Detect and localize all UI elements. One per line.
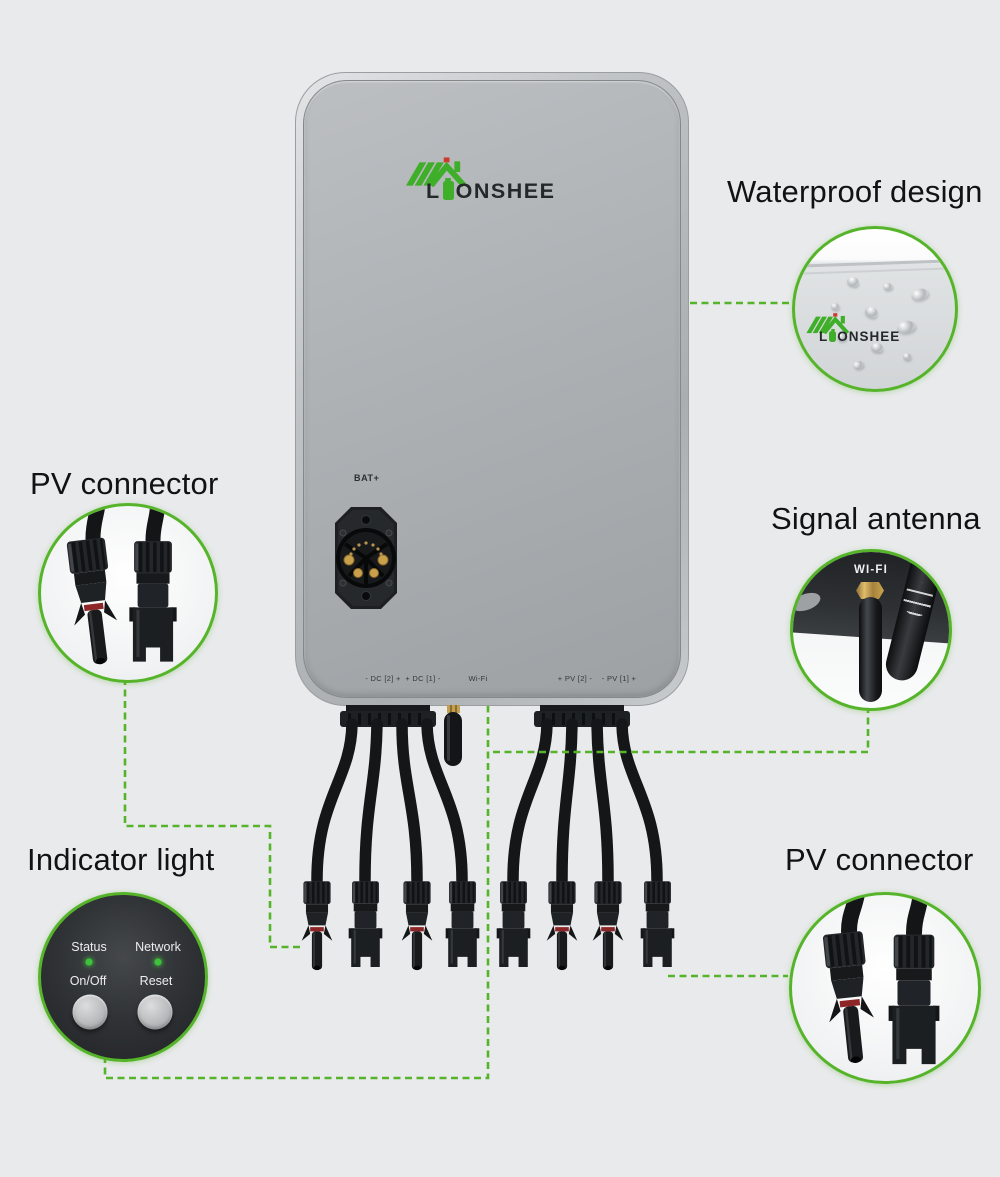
mc4-connector-male: [820, 930, 879, 1066]
onoff-label: On/Off: [69, 974, 107, 988]
pv-connector-right-title: PV connector: [785, 842, 974, 877]
pv-connector-pair: [64, 506, 177, 667]
bat-plus-label: BAT+: [354, 473, 380, 483]
mc4-connector-female: [445, 881, 480, 967]
wifi-antenna-icon: [859, 597, 882, 702]
panel-edge-line: [795, 258, 955, 269]
mc4-connector-female: [129, 541, 177, 662]
signal-antenna-zoom-circle: WI-FI: [790, 549, 952, 711]
battery-icon: [442, 178, 454, 200]
reset-button: [137, 994, 173, 1030]
pv-connector-left-zoom-circle: [38, 503, 218, 683]
mc4-connector-male: [64, 537, 123, 667]
mc4-connector-male: [546, 881, 578, 971]
water-drop-icon: [882, 282, 893, 291]
water-drop-icon: [909, 286, 930, 303]
status-label: Status: [71, 940, 107, 954]
device-face: L ONSHEE BAT+: [303, 80, 681, 698]
antenna-gold-nut: [856, 582, 884, 599]
cable-assembly: [301, 705, 675, 971]
port-label-pv1: - PV [1] +: [601, 674, 637, 683]
water-drop-icon: [846, 275, 860, 288]
water-drop-icon: [851, 359, 865, 371]
port-label-dc2: - DC [2] +: [365, 674, 401, 683]
port-label-dc1: + DC [1] -: [405, 674, 441, 683]
mc4-connector-female: [496, 881, 531, 967]
port-label-wifi: Wi-Fi: [468, 674, 488, 683]
brand-logo: L ONSHEE: [404, 157, 554, 203]
wifi-label: WI-FI: [853, 564, 889, 576]
mc4-connector-male: [401, 881, 433, 971]
pv-connector-right-zoom-circle: [789, 892, 981, 1084]
cable-ridges: [900, 579, 936, 620]
wifi-antenna-stub: [444, 705, 462, 766]
mc4-connector-row: [301, 881, 675, 971]
indicator-light-title: Indicator light: [27, 842, 215, 877]
port-label-pv2: + PV [2] -: [557, 674, 593, 683]
water-drop-icon: [837, 333, 846, 341]
mc4-connector-male: [592, 881, 624, 971]
status-led: [85, 958, 93, 966]
inverter-device: L ONSHEE BAT+: [295, 72, 689, 706]
pv-cables: [311, 718, 663, 886]
brand-suffix: ONSHEE: [455, 179, 556, 203]
battery-icon: [829, 329, 837, 342]
mc4-connector-female: [888, 934, 940, 1065]
battery-port: [335, 507, 397, 609]
panel-edge-line: [795, 266, 955, 275]
water-drop-icon: [863, 304, 880, 320]
pv-connector-left-title: PV connector: [30, 466, 219, 501]
water-drop-icon: [903, 353, 911, 360]
waterproof-title: Waterproof design: [727, 174, 983, 209]
pv-connector-pair: [820, 895, 940, 1066]
brand-text: L ONSHEE: [426, 178, 556, 204]
mc4-connector-female: [640, 881, 675, 967]
water-drop-icon: [831, 303, 839, 310]
mc4-connector-female: [348, 881, 383, 967]
onoff-button: [72, 994, 108, 1030]
indicator-light-zoom-circle: Status Network On/Off Reset: [38, 892, 208, 1062]
network-led: [154, 958, 162, 966]
signal-antenna-title: Signal antenna: [771, 501, 981, 536]
network-label: Network: [135, 940, 181, 954]
mc4-connector-male: [301, 881, 333, 971]
brand-prefix: L: [426, 179, 441, 203]
reset-label: Reset: [139, 974, 173, 988]
